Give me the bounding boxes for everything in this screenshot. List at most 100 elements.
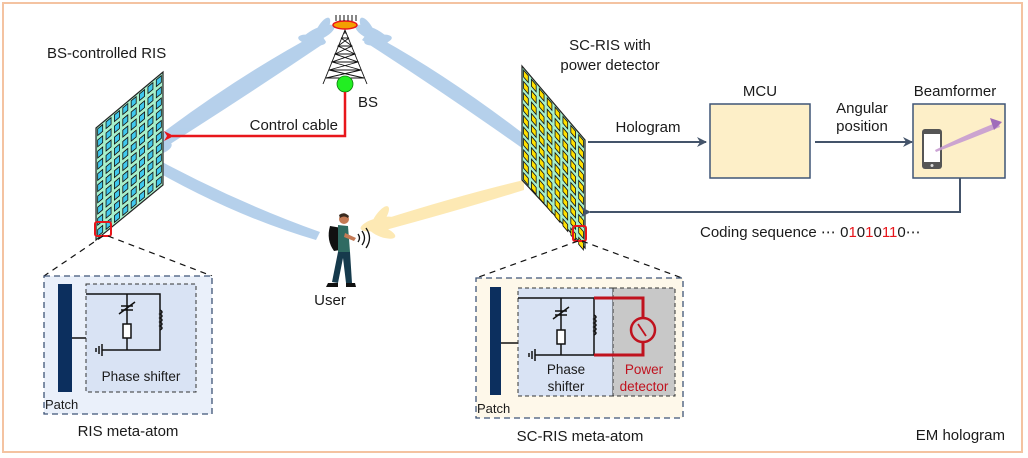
ris-unit-cell <box>122 125 129 138</box>
ris-unit-cell <box>578 156 584 172</box>
ris-unit-cell <box>105 161 112 175</box>
ris-unit-cell <box>147 126 154 140</box>
ris-unit-cell <box>523 160 529 175</box>
ris-unit-cell <box>578 224 584 240</box>
ris-unit-cell <box>578 145 584 160</box>
phase-shifter-label: Phase shifter <box>102 369 181 384</box>
coding-bit: 0 <box>897 224 905 241</box>
ris-unit-cell <box>531 169 537 185</box>
ris-unit-cell <box>562 206 569 222</box>
ris-unit-cell <box>538 190 545 205</box>
ris-unit-cell <box>538 133 545 148</box>
ris-unit-cell <box>97 157 104 171</box>
ris-unit-cell <box>554 197 561 212</box>
ris-unit-cell <box>523 103 529 118</box>
ris-unit-cell <box>97 134 104 148</box>
ris-unit-cell <box>562 160 569 176</box>
ris-unit-cell <box>523 91 529 107</box>
ris-unit-cell <box>130 151 137 165</box>
ris-unit-cell <box>538 167 545 182</box>
ris-unit-cell <box>523 137 529 153</box>
ris-unit-cell <box>546 187 553 203</box>
ris-unit-cell <box>570 147 576 162</box>
ris-unit-cell <box>523 126 529 141</box>
ris-unit-cell <box>531 135 537 150</box>
user-signal-icon <box>357 227 371 249</box>
ris-unit-cell <box>97 202 104 215</box>
ris-unit-cell <box>147 171 154 185</box>
bs-antenna-icon <box>332 15 358 30</box>
ris-unit-cell <box>105 206 112 220</box>
ris-unit-cell <box>114 109 120 123</box>
ris-unit-cell <box>130 95 137 109</box>
coding-bit: 1 <box>889 224 897 241</box>
ris-unit-cell <box>562 138 569 153</box>
ris-unit-cell <box>147 182 154 196</box>
ris-unit-cell <box>538 144 545 160</box>
ris-unit-cell <box>562 217 569 233</box>
ris-unit-cell <box>523 114 529 130</box>
ris-right-title-line2: power detector <box>560 57 659 74</box>
ris-unit-cell <box>546 165 553 180</box>
coding-bit: 1 <box>865 224 873 241</box>
sc-ris-panel <box>521 64 586 251</box>
power-detector-circuit-icon <box>594 296 657 357</box>
ris-unit-cell <box>97 123 104 137</box>
ris-unit-cell <box>122 181 129 194</box>
ris-unit-cell <box>147 137 154 151</box>
ris-unit-cell <box>523 80 529 96</box>
ris-unit-cell <box>147 104 154 117</box>
ris-unit-cell <box>523 148 529 164</box>
beam-lobes-bs-left <box>298 17 335 46</box>
ris-unit-cell <box>114 132 120 145</box>
ris-unit-cell <box>114 120 120 134</box>
ris-unit-cell <box>114 199 120 213</box>
ris-unit-cell <box>130 196 137 210</box>
ris-unit-cell <box>155 119 162 133</box>
ris-unit-cell <box>546 96 553 112</box>
zoom-guide-lines <box>43 235 683 279</box>
beam-lobes-user <box>360 206 396 239</box>
ris-unit-cell <box>105 183 112 197</box>
ris-unit-cell <box>155 130 162 144</box>
ris-unit-cell <box>554 185 561 201</box>
ris-unit-cell <box>546 119 553 135</box>
ris-unit-cell <box>531 123 537 139</box>
ris-unit-cell <box>570 135 576 151</box>
ris-unit-cell <box>546 199 553 214</box>
patch-label: Patch <box>45 397 78 412</box>
ris-unit-cell <box>155 97 162 110</box>
ris-unit-cell <box>554 140 561 155</box>
coding-bit: 1 <box>848 224 856 241</box>
ris-unit-cell <box>114 165 120 179</box>
ris-unit-cell <box>105 139 112 152</box>
ris-unit-cell <box>122 169 129 183</box>
bs-label: BS <box>358 94 378 111</box>
beam-direction-icon <box>935 122 1000 152</box>
ris-unit-cell <box>130 162 137 176</box>
ris-unit-cell <box>122 113 129 127</box>
ris-unit-cell <box>570 158 576 174</box>
beam-lobes-bs-right <box>355 17 392 46</box>
ris-unit-cell <box>538 178 545 194</box>
ris-unit-cell <box>155 164 162 178</box>
coding-prefix: Coding sequence ⋯ <box>700 224 840 241</box>
angular-label-line2: position <box>836 118 888 135</box>
ris-unit-cell <box>578 179 584 194</box>
ris-unit-cell <box>139 133 145 147</box>
ris-unit-cell <box>122 147 129 161</box>
figure-frame <box>2 2 1023 453</box>
ris-unit-cell <box>554 117 561 133</box>
ris-unit-cell <box>578 190 584 206</box>
scris-meta-atom-title: SC-RIS meta-atom <box>517 428 644 445</box>
ris-unit-cell <box>570 192 576 208</box>
ris-unit-cell <box>147 115 154 129</box>
ris-unit-cell <box>139 189 145 203</box>
ris-unit-cell <box>578 167 584 183</box>
coding-bit: 0 <box>857 224 865 241</box>
ris-unit-cell <box>531 180 537 196</box>
ris-unit-cell <box>114 188 120 201</box>
control-cable-arrow <box>164 92 347 141</box>
bs-node-icon <box>336 75 354 93</box>
ris-unit-cell <box>139 155 145 169</box>
